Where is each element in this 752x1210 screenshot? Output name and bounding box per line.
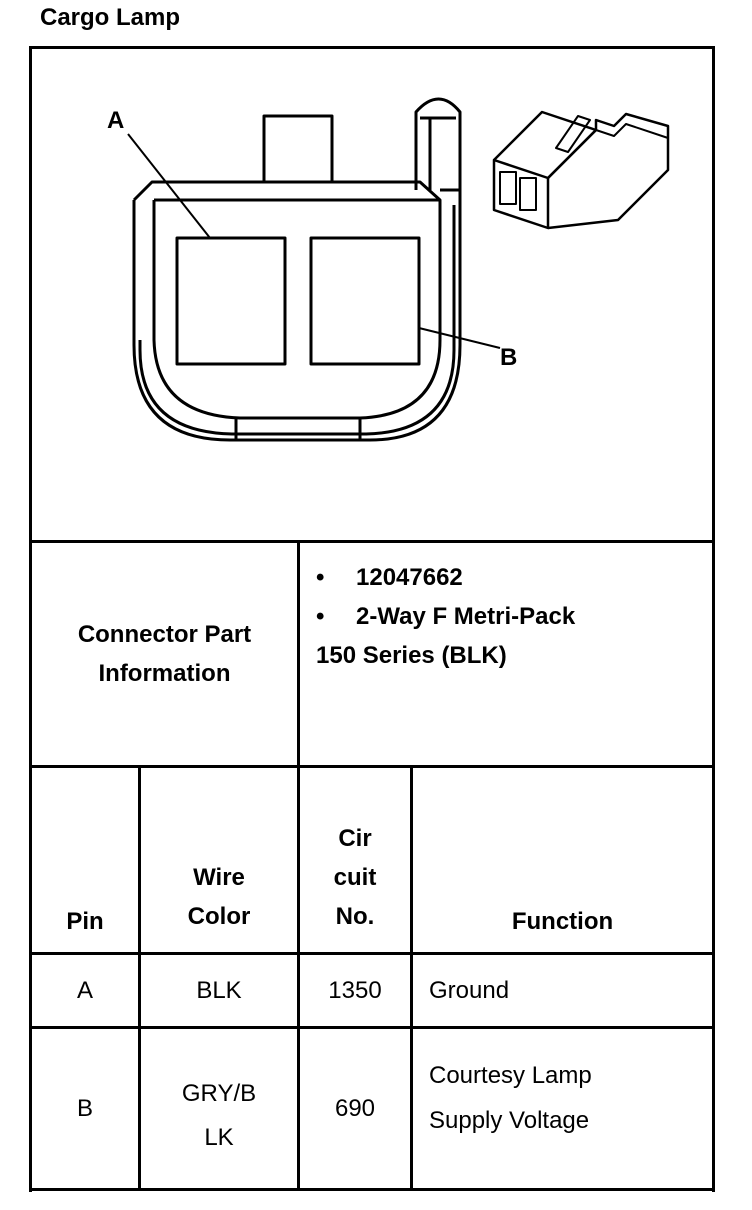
row-b-circuit: 690 xyxy=(334,1094,376,1122)
mini-connector-rail xyxy=(595,123,669,139)
bullet-icon: • xyxy=(316,564,325,591)
row-a-circuit-cell: 1350 xyxy=(300,955,410,1026)
row-b-function-line1: Courtesy Lamp xyxy=(429,1062,592,1089)
part-number: 12047662 xyxy=(356,564,463,591)
divider-header-bottom xyxy=(29,952,715,955)
page-title: Cargo Lamp xyxy=(40,4,181,31)
divider-row-b-bottom xyxy=(29,1188,715,1191)
header-circuit-line3: No. xyxy=(335,903,375,930)
connector-diagram: A B xyxy=(107,97,670,442)
mini-connector-latch xyxy=(555,115,591,153)
divider-col-wire xyxy=(297,765,300,1191)
mini-connector-side xyxy=(547,112,670,230)
label-a: A xyxy=(107,107,124,134)
connector-description-line2: 150 Series (BLK) xyxy=(316,642,507,669)
label-b: B xyxy=(500,344,517,371)
row-b-circuit-cell: 690 xyxy=(300,1029,410,1188)
mini-cavity-2 xyxy=(519,177,537,211)
connector-body-outer xyxy=(132,188,462,442)
header-function: Function xyxy=(413,768,712,952)
connector-body-top xyxy=(132,180,442,420)
header-circuit: Cir cuit No. xyxy=(300,768,410,952)
divider-info-column xyxy=(297,540,300,768)
header-circuit-line1: Cir xyxy=(338,825,372,852)
connector-top-tab xyxy=(262,114,334,182)
connector-skirt xyxy=(138,205,456,436)
divider-col-pin xyxy=(138,765,141,1191)
header-function-text: Function xyxy=(511,908,614,935)
row-b-function-line2: Supply Voltage xyxy=(429,1107,590,1134)
connector-info-label: Connector Part Information xyxy=(32,543,297,765)
table-row: A xyxy=(32,955,138,1026)
row-b-wire-color-line1: GRY/B xyxy=(181,1079,257,1107)
row-a-wire-color: BLK xyxy=(196,976,242,1004)
row-a-pin: A xyxy=(76,976,93,1004)
cavity-b xyxy=(309,236,421,366)
row-a-function-cell: Ground xyxy=(413,955,712,1026)
row-b-function-cell: Courtesy Lamp Supply Voltage xyxy=(413,1029,712,1188)
part-number-row: • 12047662 xyxy=(316,558,575,597)
connector-info-values: • 12047662 • 2-Way F Metri-Pack 150 Seri… xyxy=(316,558,575,675)
row-a-wire-color-cell: BLK xyxy=(141,955,297,1026)
divider-diagram-bottom xyxy=(29,540,715,543)
row-a-function: Ground xyxy=(429,976,510,1004)
row-b-wire-color-cell: GRY/B LK xyxy=(141,1029,297,1188)
connector-info-label-line2: Information xyxy=(98,660,231,687)
row-b-wire-color-line2: LK xyxy=(204,1123,234,1151)
table-row: B xyxy=(32,1029,138,1188)
leader-line-a xyxy=(127,133,211,239)
connector-description-line1: 2-Way F Metri-Pack xyxy=(356,603,576,630)
header-wire-line2: Color xyxy=(187,903,251,930)
header-pin-text: Pin xyxy=(66,908,104,935)
header-wire-line1: Wire xyxy=(193,864,245,891)
mini-cavity-1 xyxy=(499,171,517,205)
row-b-pin: B xyxy=(76,1094,93,1122)
row-a-circuit: 1350 xyxy=(328,976,382,1004)
divider-info-bottom xyxy=(29,765,715,768)
divider-col-circuit xyxy=(410,765,413,1191)
header-pin: Pin xyxy=(32,768,138,952)
connector-info-label-line1: Connector Part xyxy=(77,621,252,648)
connector-table-frame xyxy=(29,46,715,1192)
description-row: • 2-Way F Metri-Pack xyxy=(316,597,575,636)
connector-latch-arm xyxy=(414,97,462,310)
leader-line-b xyxy=(418,327,501,349)
bullet-icon: • xyxy=(316,603,325,630)
header-circuit-line2: cuit xyxy=(333,864,377,891)
cavity-a xyxy=(175,236,287,366)
divider-row-a-bottom xyxy=(29,1026,715,1029)
header-wire-color: Wire Color xyxy=(141,768,297,952)
